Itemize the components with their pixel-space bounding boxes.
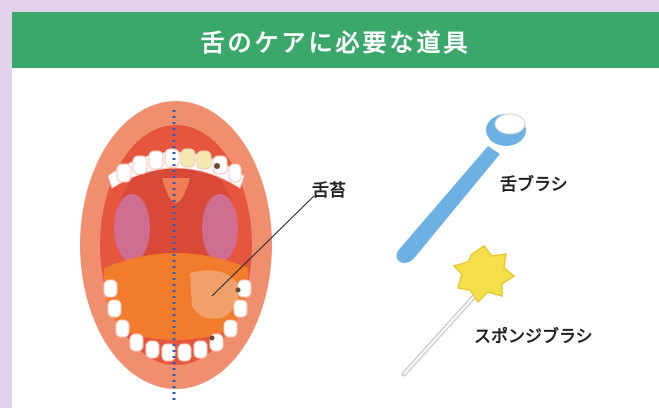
sponge-brush-illustration — [404, 246, 514, 374]
plaque-spot — [236, 288, 241, 293]
open-mouth-illustration — [80, 101, 314, 402]
tonsil-right — [202, 194, 238, 262]
sponge-head — [454, 246, 514, 302]
tonsil-left — [114, 194, 150, 262]
page-title: 舌のケアに必要な道具 — [201, 23, 471, 58]
content-card: 舌のケアに必要な道具 — [12, 12, 659, 408]
tongue-brush-bristles — [495, 114, 525, 134]
header-bar: 舌のケアに必要な道具 — [12, 12, 659, 68]
plaque-spot — [214, 163, 220, 169]
plaque-spot — [210, 336, 215, 341]
label-tongue-coating: 舌苔 — [312, 176, 346, 201]
label-sponge-brush: スポンジブラシ — [474, 322, 593, 347]
sponge-brush-stick-highlight — [404, 290, 480, 374]
illustration — [12, 68, 659, 408]
label-tongue-brush: 舌ブラシ — [500, 170, 568, 195]
